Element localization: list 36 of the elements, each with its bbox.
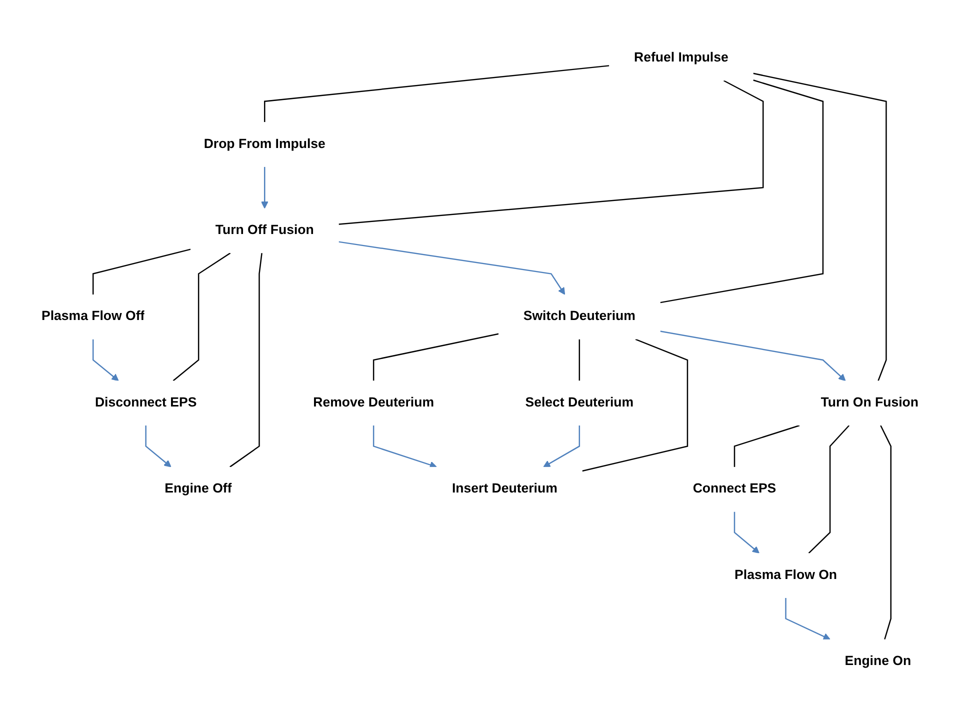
node-text: Drop From Impulse xyxy=(204,136,326,152)
connector xyxy=(880,425,892,640)
arrow xyxy=(260,166,268,209)
node-text: Insert Deuterium xyxy=(452,482,558,496)
node-text: Engine Off xyxy=(164,482,232,496)
node-text: Disconnect EPS xyxy=(94,396,197,410)
node-text: Turn On Fusion xyxy=(820,396,918,410)
connector xyxy=(230,252,262,468)
node-text: Plasma Flow On xyxy=(734,568,837,582)
arrow xyxy=(372,426,437,468)
arrow xyxy=(145,426,172,468)
node-text: Turn Off Fusion xyxy=(215,223,314,238)
connector xyxy=(264,65,610,122)
node-text: Connect EPS xyxy=(692,482,776,496)
connector xyxy=(92,248,191,294)
connector xyxy=(372,333,499,381)
arrow xyxy=(734,512,760,554)
connector xyxy=(338,80,764,225)
connector xyxy=(753,72,887,381)
node-text: Refuel Impulse xyxy=(634,50,728,65)
arrow xyxy=(543,426,580,468)
connector xyxy=(660,80,824,304)
connector xyxy=(734,424,800,467)
arrow xyxy=(92,339,119,382)
arrow xyxy=(338,241,566,295)
node-text: Plasma Flow Off xyxy=(42,309,145,324)
connector xyxy=(172,252,231,382)
connector xyxy=(582,338,688,472)
connector xyxy=(578,339,580,381)
arrow xyxy=(660,330,846,382)
connector xyxy=(808,425,850,554)
node-text: Select Deuterium xyxy=(525,396,634,410)
node-text: Remove Deuterium xyxy=(313,396,434,410)
node-text: Engine On xyxy=(844,654,912,668)
arrow xyxy=(785,598,830,640)
node-text: Switch Deuterium xyxy=(523,309,636,324)
